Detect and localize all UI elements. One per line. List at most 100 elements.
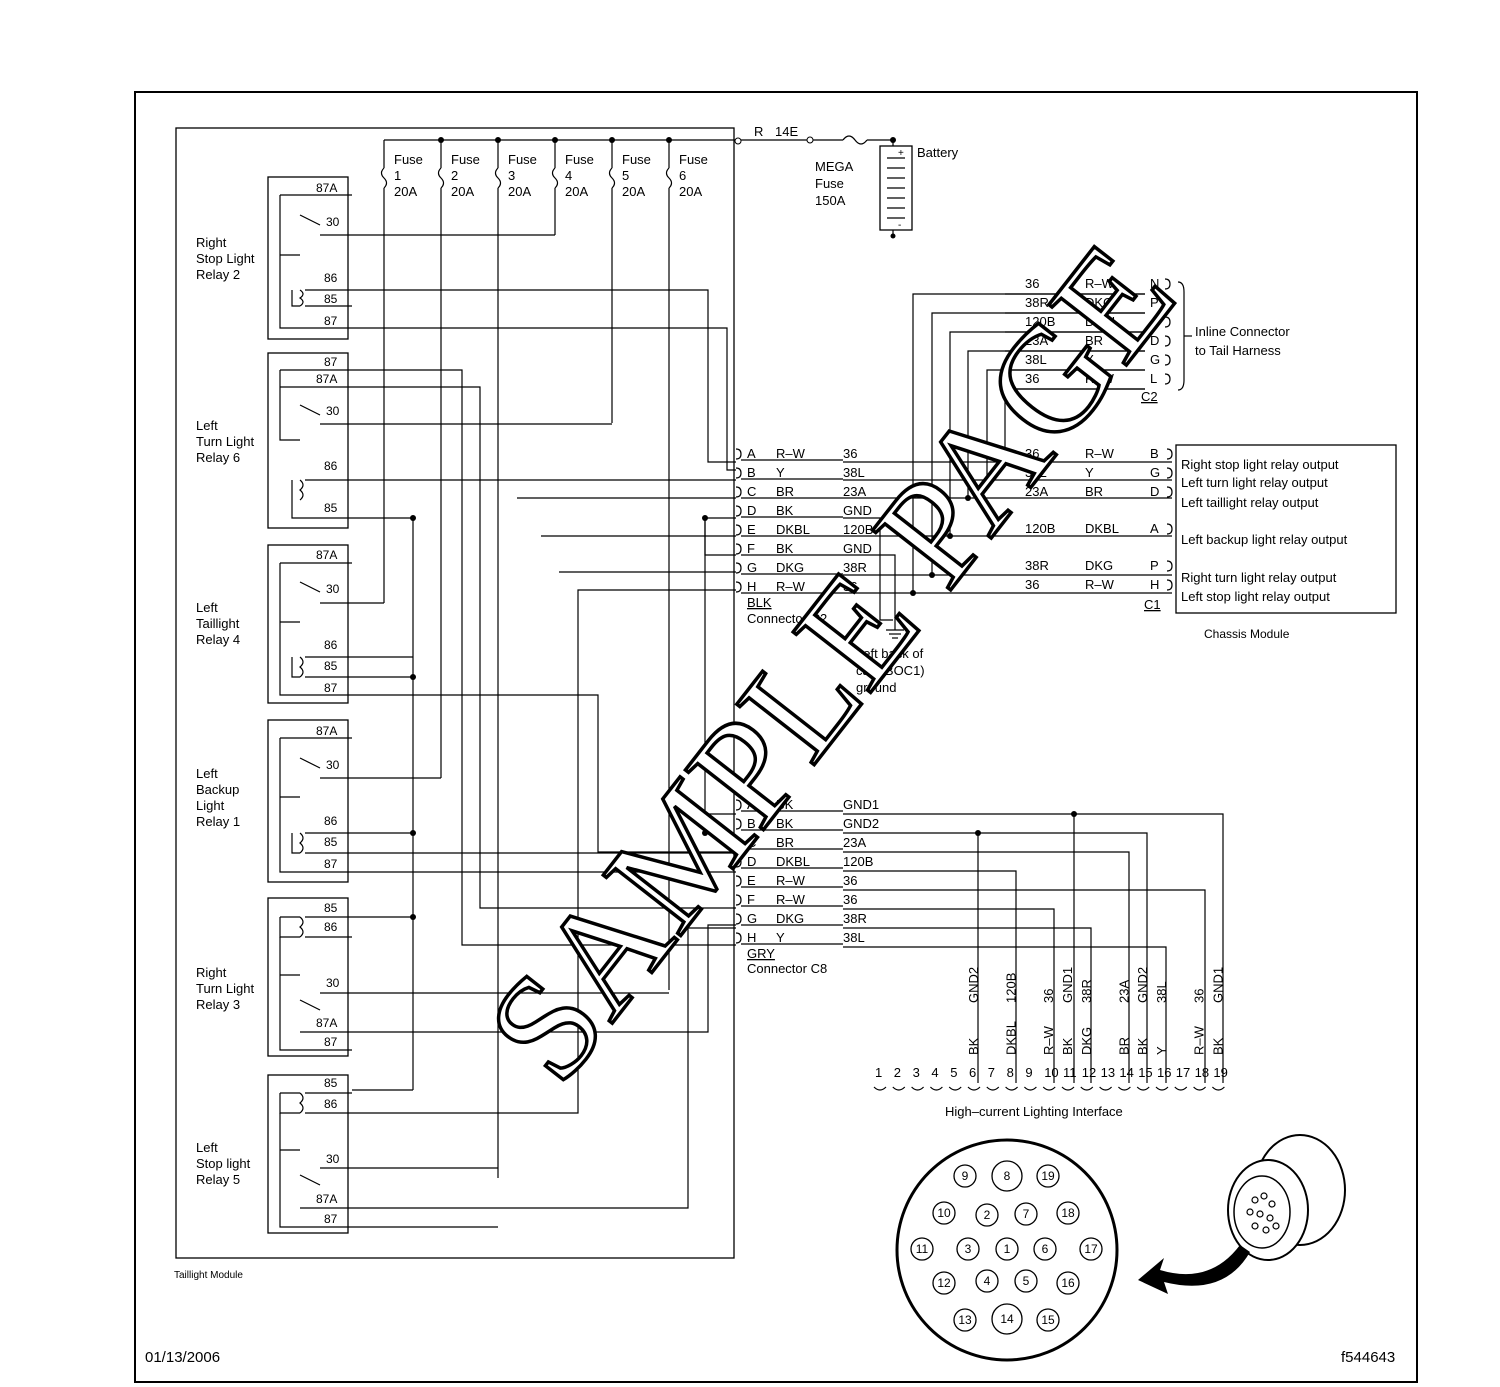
svg-text:Left turn light relay output: Left turn light relay output (1181, 475, 1328, 490)
svg-text:87A: 87A (316, 181, 337, 195)
svg-text:87A: 87A (316, 1192, 337, 1206)
svg-text:C: C (747, 484, 756, 499)
hcli-pin-number: 3 (913, 1065, 920, 1080)
svg-text:BR: BR (1116, 1037, 1131, 1055)
svg-text:30: 30 (326, 582, 340, 596)
pinface-pin (932, 1201, 956, 1225)
svg-text:23A: 23A (843, 835, 866, 850)
svg-text:120B: 120B (843, 522, 873, 537)
svg-text:36: 36 (1192, 989, 1207, 1003)
svg-text:DKG: DKG (1079, 1027, 1094, 1055)
battery-feed-circuit: 14E (775, 124, 798, 139)
pinface-pin-number: 9 (962, 1169, 969, 1183)
figure-id: f544643 (1341, 1349, 1395, 1366)
svg-text:Y: Y (776, 465, 785, 480)
svg-text:Right: Right (196, 235, 227, 250)
pinface-pin-number: 12 (937, 1276, 951, 1290)
svg-text:GND1: GND1 (1060, 967, 1075, 1003)
svg-text:Left taillight relay output: Left taillight relay output (1181, 495, 1319, 510)
svg-text:A: A (1150, 314, 1159, 329)
pinface-pin-number: 1 (1004, 1242, 1011, 1256)
svg-text:E: E (747, 522, 756, 537)
svg-text:BK: BK (1135, 1037, 1150, 1055)
hcli-pin-number: 6 (969, 1065, 976, 1080)
pinface-pin (975, 1203, 999, 1227)
svg-text:23A: 23A (1025, 333, 1048, 348)
svg-text:Relay 2: Relay 2 (196, 267, 240, 282)
svg-text:DKBL: DKBL (1085, 314, 1119, 329)
svg-text:Left: Left (196, 766, 218, 781)
svg-text:87: 87 (324, 1035, 338, 1049)
svg-text:A: A (1150, 521, 1159, 536)
hcli-pin-number: 8 (1007, 1065, 1014, 1080)
taillight-module-label: Taillight Module (174, 1270, 243, 1281)
mega-fuse-label-1: MEGA (815, 159, 854, 174)
svg-text:38L: 38L (1025, 352, 1047, 367)
svg-text:P: P (1150, 295, 1159, 310)
svg-text:Y: Y (1085, 352, 1094, 367)
hcli-wire-label: R–W 36 (1041, 989, 1056, 1055)
svg-text:BK: BK (776, 541, 794, 556)
svg-text:Relay 5: Relay 5 (196, 1172, 240, 1187)
pinface-pin-number: 19 (1041, 1169, 1055, 1183)
svg-text:36: 36 (1025, 446, 1039, 461)
hcli-pin-number: 1 (875, 1065, 882, 1080)
svg-text:36: 36 (1041, 989, 1056, 1003)
svg-text:86: 86 (324, 920, 338, 934)
battery-label: Battery (917, 145, 959, 160)
svg-text:20A: 20A (679, 184, 702, 199)
svg-text:6: 6 (679, 168, 686, 183)
pinface-pin-number: 13 (958, 1313, 972, 1327)
svg-text:Left stop light relay output: Left stop light relay output (1181, 589, 1330, 604)
svg-text:87: 87 (324, 857, 338, 871)
svg-text:85: 85 (324, 501, 338, 515)
hcli-pin-number: 13 (1101, 1065, 1115, 1080)
svg-text:36: 36 (843, 446, 857, 461)
hcli-pin-number: 9 (1025, 1065, 1032, 1080)
svg-text:R–W: R–W (776, 873, 806, 888)
svg-text:36: 36 (843, 873, 857, 888)
svg-text:BR: BR (776, 484, 794, 499)
svg-text:DKG: DKG (1085, 558, 1113, 573)
pinface-pin (1056, 1201, 1080, 1225)
pinface-pin-number: 4 (984, 1274, 991, 1288)
svg-text:D: D (747, 854, 756, 869)
svg-text:Taillight: Taillight (196, 616, 240, 631)
pinface-pin (991, 1160, 1023, 1192)
svg-text:Left: Left (196, 600, 218, 615)
svg-text:38L: 38L (1025, 465, 1047, 480)
svg-text:23A: 23A (1116, 980, 1131, 1003)
svg-text:1: 1 (394, 168, 401, 183)
pinface-pin-number: 17 (1084, 1242, 1098, 1256)
svg-text:R–W: R–W (1041, 1025, 1056, 1055)
hcli-pin-number: 11 (1063, 1065, 1077, 1080)
svg-text:A: A (747, 446, 756, 461)
svg-text:Connector C2: Connector C2 (747, 611, 827, 626)
hcli-wire-label: BR 23A (1116, 980, 1131, 1055)
svg-text:87A: 87A (316, 724, 337, 738)
svg-text:BLK: BLK (747, 595, 772, 610)
svg-text:D: D (1150, 333, 1159, 348)
svg-text:87A: 87A (316, 1016, 337, 1030)
svg-text:GND1: GND1 (843, 797, 879, 812)
svg-text:4: 4 (565, 168, 572, 183)
pinface-pin (991, 1303, 1023, 1335)
svg-text:20A: 20A (622, 184, 645, 199)
svg-text:F: F (747, 541, 755, 556)
svg-text:85: 85 (324, 835, 338, 849)
